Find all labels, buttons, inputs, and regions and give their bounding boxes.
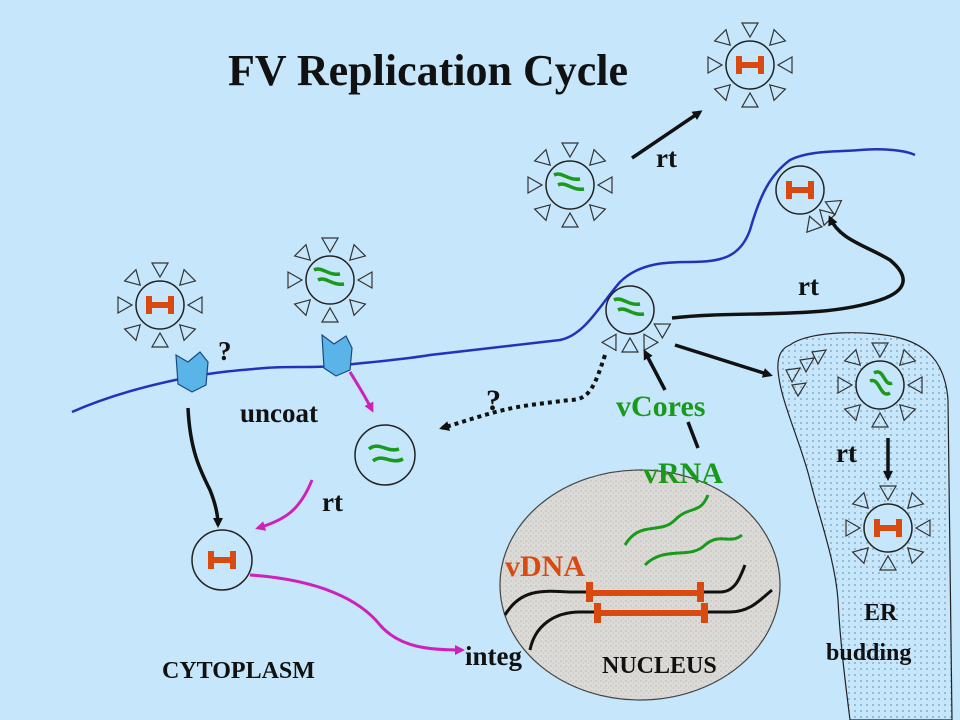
arrow-to-nucleus [249, 573, 465, 655]
virion-er-top [837, 342, 923, 428]
label-uncoat: uncoat [240, 398, 318, 428]
label-question-reinfection: ? [486, 384, 501, 417]
arrow-entry-to-cytoplasm [186, 407, 223, 528]
label-rt-er: rt [836, 438, 857, 468]
page-title: FV Replication Cycle [228, 46, 628, 95]
receptor-left [175, 351, 209, 393]
nucleus-rna-2 [643, 533, 743, 567]
receptor-right [321, 333, 353, 377]
cell-membrane [71, 147, 916, 414]
arrow-rt-bud [671, 215, 905, 320]
label-vcores: vCores [616, 390, 705, 423]
arrow-to-er [674, 343, 773, 378]
label-nucleus: NUCLEUS [602, 653, 717, 679]
label-cytoplasm: CYTOPLASM [162, 658, 315, 684]
integrated-vdna [586, 582, 708, 623]
arrow-rt-top [631, 110, 703, 160]
arrow-vrna-line [686, 421, 700, 449]
arrow-rt-cytoplasm [255, 479, 314, 531]
core-uncoated-rna [354, 424, 416, 486]
chromosome-1 [503, 564, 747, 616]
core-cytoplasm-dna [191, 529, 253, 591]
virion-budding-center [600, 285, 672, 353]
label-rt-top: rt [656, 143, 677, 173]
label-vrna: vRNA [643, 457, 723, 490]
label-rt-bud: rt [798, 271, 819, 301]
arrow-vcores [643, 349, 667, 391]
er-spikes [785, 349, 828, 398]
label-er: ER [864, 600, 898, 626]
label-rt-cytoplasm: rt [322, 487, 343, 517]
label-question-receptor: ? [218, 336, 232, 366]
chromosome-2 [528, 588, 773, 651]
arrow-uncoat [348, 371, 374, 413]
label-budding: budding [826, 640, 911, 666]
arrow-reinfection [439, 354, 607, 431]
label-vdna: vDNA [505, 550, 585, 583]
nucleus-rna-1 [623, 494, 710, 546]
label-integ: integ [465, 641, 522, 671]
nucleus [499, 469, 781, 701]
